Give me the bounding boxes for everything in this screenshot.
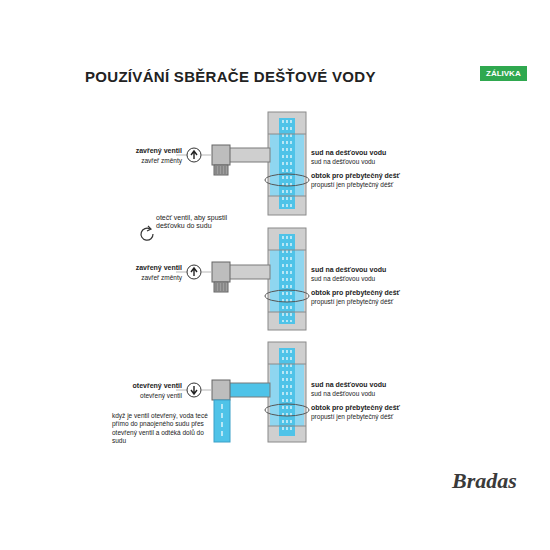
- bypass-note: propustí jen přebytečný déšť: [311, 181, 393, 189]
- bypass-ring: [265, 174, 309, 186]
- valve-note: otevřený ventil: [140, 392, 182, 400]
- bypass-note: propustí jen přebytečný déšť: [311, 413, 393, 421]
- valve-state: otevřený ventil: [133, 382, 182, 390]
- valve-state: zavřený ventil: [136, 264, 182, 272]
- leader-line: [201, 155, 211, 156]
- nut-thread: [225, 283, 226, 291]
- valve-body: [212, 380, 230, 400]
- bypass-label: obtok pro přebytečný dešť: [311, 289, 400, 297]
- valve-state: zavřený ventil: [136, 147, 182, 155]
- category-badge: ZÁLIVKA: [480, 66, 527, 81]
- pipe-joint: [268, 312, 306, 313]
- valve-pipe: [228, 265, 270, 279]
- leader-line: [176, 390, 187, 391]
- downpipe: [268, 228, 306, 330]
- water-drops: [221, 422, 222, 427]
- bypass-label: obtok pro přebytečný dešť: [311, 404, 400, 412]
- title: POUZÍVÁNÍ SBĚRAČE DEŠŤOVÉ VODY: [85, 68, 376, 86]
- valve-pipe: [228, 383, 270, 397]
- valve-note: zavřeř změnty: [141, 157, 182, 165]
- brand-logo: Bradas: [452, 468, 517, 494]
- nut-thread: [219, 166, 220, 174]
- water-drops: [282, 120, 283, 207]
- nut-thread: [225, 166, 226, 174]
- pipe-joint: [268, 364, 306, 365]
- water-drops: [290, 236, 291, 322]
- valve-nut: [214, 165, 228, 175]
- water-column: [279, 348, 295, 436]
- leader-line: [176, 272, 187, 273]
- pipe-joint: [268, 250, 306, 251]
- water-drops: [286, 350, 287, 434]
- pipe-joint: [268, 426, 306, 427]
- bypass-ring: [265, 404, 309, 416]
- tank-label: sud na dešťovou vodu: [311, 266, 386, 274]
- explanation-note: když je ventil otevřený, voda tecé přímo…: [112, 412, 210, 446]
- water-drops: [221, 404, 222, 409]
- bypass-label: obtok pro přebytečný dešť: [311, 172, 400, 180]
- arrow-down: [191, 386, 197, 394]
- water-drops: [282, 350, 283, 434]
- bypass-ring: [265, 290, 309, 302]
- valve-nut: [214, 282, 228, 292]
- direction-icon: [187, 148, 201, 162]
- direction-icon: [187, 383, 201, 397]
- tank-note: sud na dešťovou vodu: [311, 158, 375, 166]
- leader-line: [176, 155, 187, 156]
- arrow-up: [191, 268, 197, 276]
- nut-thread: [216, 283, 217, 291]
- water-column: [279, 118, 295, 209]
- pipe-joint: [268, 196, 306, 197]
- tank-label: sud na dešťovou vodu: [311, 381, 386, 389]
- outlet-pipe: [214, 400, 230, 442]
- tank-label: sud na dešťovou vodu: [311, 149, 386, 157]
- valve-body: [212, 145, 230, 165]
- valve-pipe: [228, 148, 270, 162]
- downpipe: [268, 112, 306, 215]
- bypass-note: propustí jen přebytečný déšť: [311, 298, 393, 306]
- water-drops: [282, 236, 283, 322]
- water-column: [279, 234, 295, 324]
- tank-note: sud na dešťovou vodu: [311, 275, 375, 283]
- water-drops: [290, 350, 291, 434]
- nut-thread: [216, 166, 217, 174]
- pipe-joint: [268, 134, 306, 135]
- rotate-icon: [141, 228, 153, 240]
- arrow-up: [191, 151, 197, 159]
- downpipe: [268, 342, 306, 442]
- leader-line: [201, 272, 211, 273]
- water-drops: [221, 413, 222, 418]
- nut-thread: [219, 283, 220, 291]
- water-drops: [221, 431, 222, 436]
- water-drops: [286, 236, 287, 322]
- direction-icon: [187, 265, 201, 279]
- water-drops: [286, 120, 287, 207]
- tank-note: sud na dešťovou vodu: [311, 390, 375, 398]
- water-drops: [290, 120, 291, 207]
- nut-thread: [222, 283, 223, 291]
- leader-line: [201, 390, 211, 391]
- nut-thread: [222, 166, 223, 174]
- badge-text: ZÁLIVKA: [486, 69, 521, 79]
- rotate-icon: [147, 226, 151, 231]
- instruction-note: otečť ventil, aby spustil dešťovku do su…: [156, 214, 236, 231]
- valve-note: zavřeř změnty: [141, 274, 182, 282]
- valve-body: [212, 262, 230, 282]
